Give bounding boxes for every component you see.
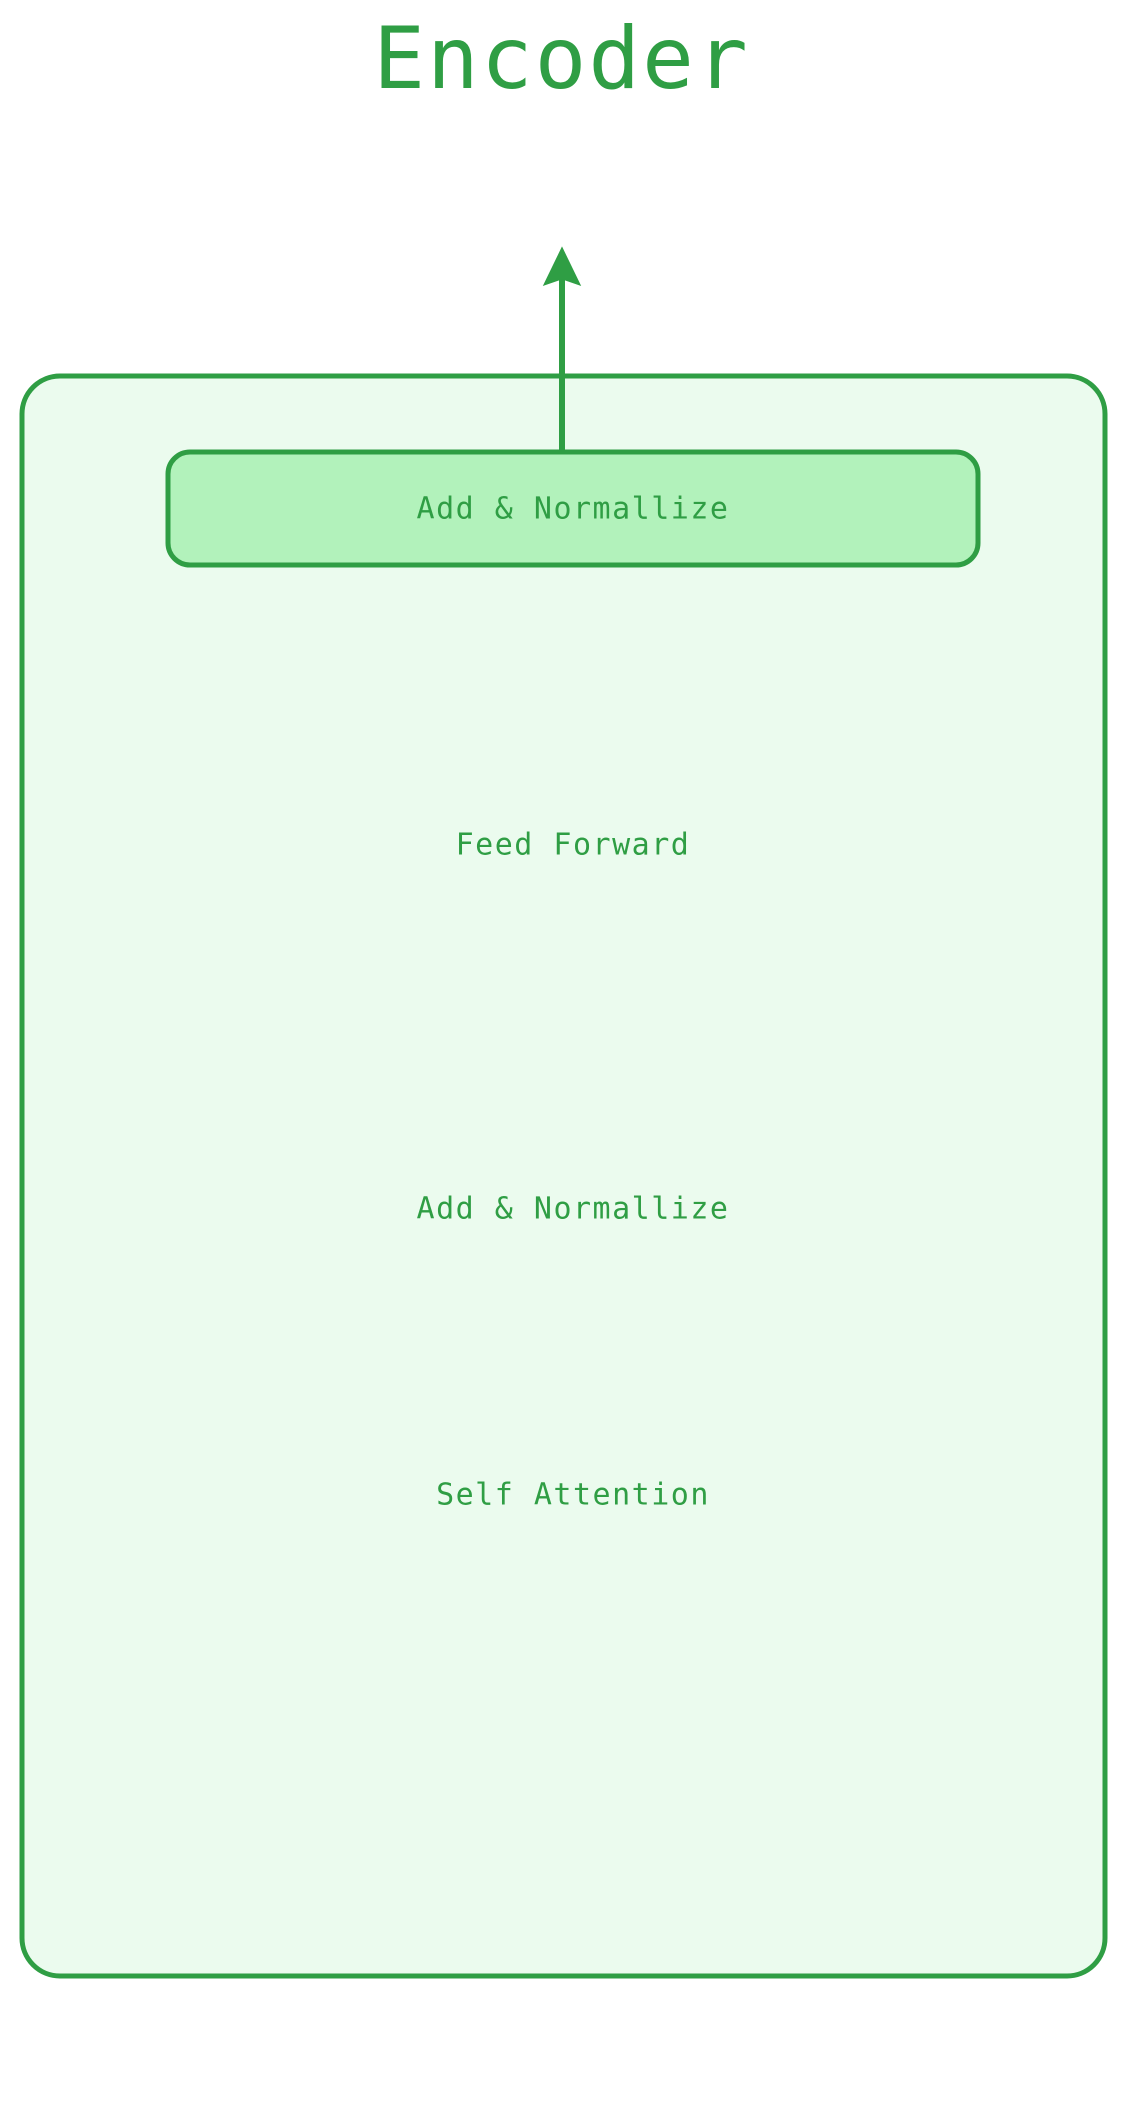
node-add-normalize-bottom-label: Add & Normallize (416, 1191, 730, 1227)
diagram-title: Encoder (373, 9, 750, 109)
node-self-attention-label: Self Attention (436, 1477, 710, 1513)
encoder-container-rect (19, 373, 1108, 1979)
node-add-normalize-top[interactable] (165, 449, 981, 568)
node-add-normalize-top-label: Add & Normallize (416, 491, 730, 527)
node-feed-forward-label: Feed Forward (455, 827, 691, 863)
encoder-container (19, 373, 1108, 1979)
node-add-normalize-top-rect[interactable] (165, 449, 981, 568)
